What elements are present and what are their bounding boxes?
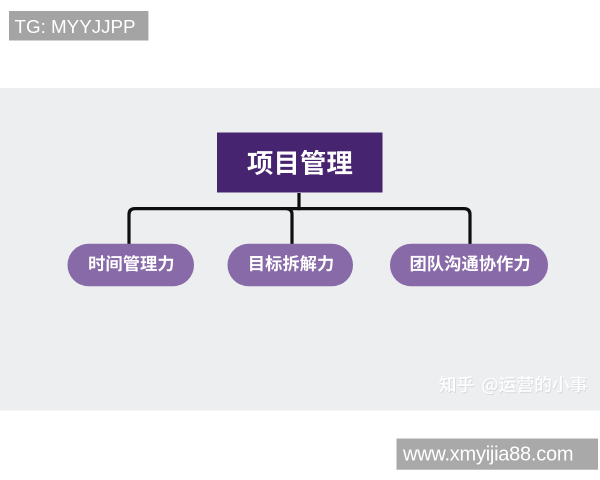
svg-text:www.xmyijia88.com: www.xmyijia88.com [402,443,573,465]
svg-text:TG: MYYJJPP: TG: MYYJJPP [15,16,136,37]
